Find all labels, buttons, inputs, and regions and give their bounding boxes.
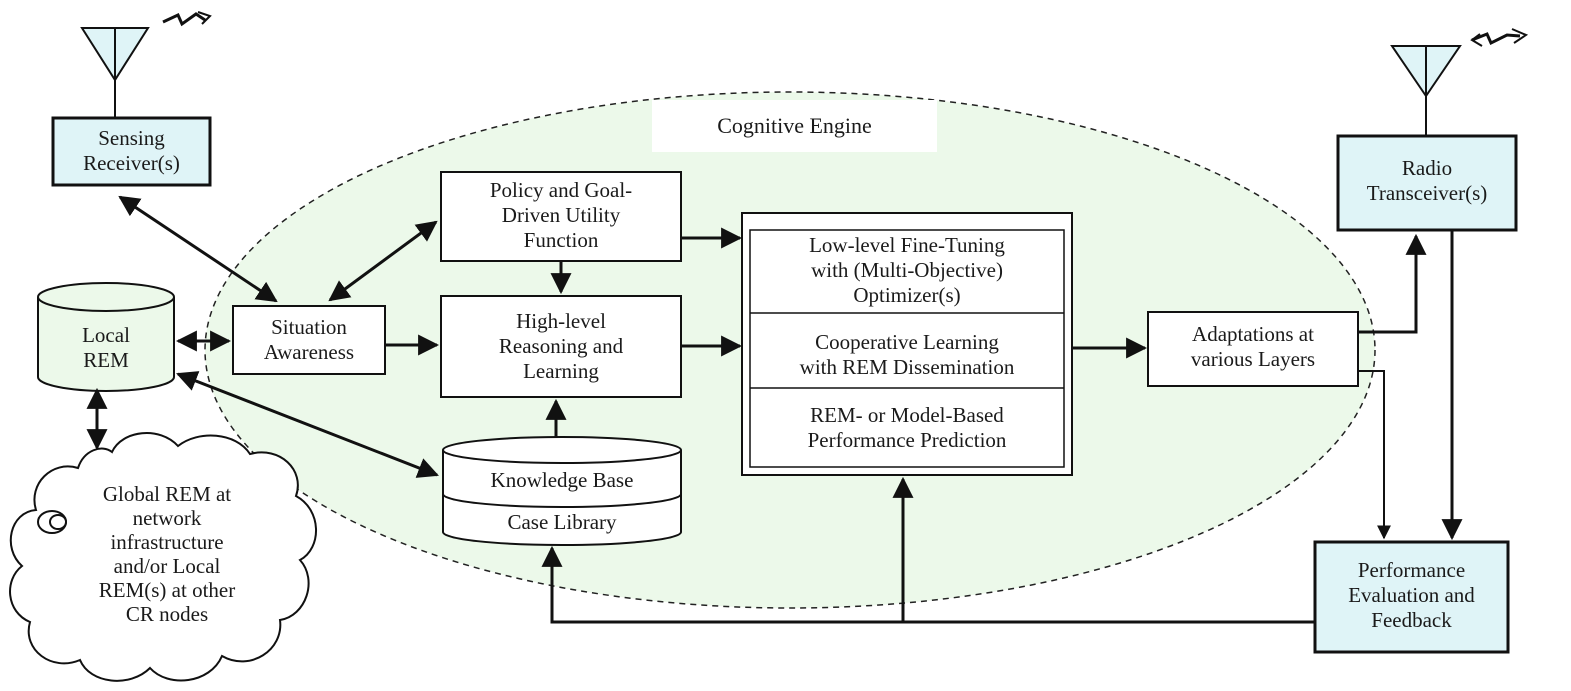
- reasoning-box: [440, 295, 682, 398]
- cognitive-engine-title-box: [652, 100, 937, 152]
- transceiver-antenna-icon: [1390, 28, 1529, 136]
- fine-tuning-label: Low-level Fine-Tuning with (Multi-Object…: [809, 233, 1005, 307]
- global-rem-cloud-icon: [9, 432, 317, 682]
- arrow-sensing-situation: [118, 195, 278, 303]
- performance-prediction-label: REM- or Model-Based Performance Predicti…: [807, 403, 1007, 452]
- adaptations-label: Adaptations at various Layers: [1190, 322, 1316, 371]
- knowledge-base-label: Knowledge Base: [490, 468, 634, 492]
- reasoning-label: High-level Reasoning and Learning: [498, 309, 624, 383]
- situation-awareness-label: Situation Awareness: [263, 315, 355, 364]
- radio-transceiver-box: [1336, 134, 1518, 232]
- connectors: [86, 195, 1463, 624]
- arrow-adaptations-transceiver: [1358, 233, 1427, 334]
- arrow-localrem-kb: [176, 371, 439, 478]
- cooperative-learning-label: Cooperative Learning with REM Disseminat…: [799, 330, 1015, 379]
- policy-label: Policy and Goal- Driven Utility Function: [489, 178, 633, 252]
- feedback-line: [541, 545, 1315, 624]
- knowledge-base-database-icon: [442, 436, 682, 546]
- sensing-receiver-label: Sensing Receiver(s): [83, 126, 180, 175]
- performance-label: Performance Evaluation and Feedback: [1348, 558, 1475, 632]
- situation-awareness-box: [232, 305, 386, 375]
- cognitive-engine-title: Cognitive Engine: [717, 113, 872, 138]
- radio-transceiver-label: Radio Transceiver(s): [1366, 156, 1488, 205]
- local-rem-label: Local REM: [82, 323, 130, 372]
- performance-box: [1313, 540, 1510, 654]
- sensing-antenna-icon: [80, 11, 212, 118]
- policy-box: [440, 171, 682, 262]
- global-rem-label: Global REM at network infrastructure and…: [98, 482, 236, 626]
- arrow-adaptations-performance: [1358, 370, 1391, 540]
- adaptations-box: [1147, 311, 1359, 387]
- arrow-situation-policy: [328, 220, 438, 302]
- optimizer-stack-inner: [749, 229, 1065, 468]
- case-library-label: Case Library: [507, 510, 617, 534]
- sensing-receiver-box: [51, 116, 212, 187]
